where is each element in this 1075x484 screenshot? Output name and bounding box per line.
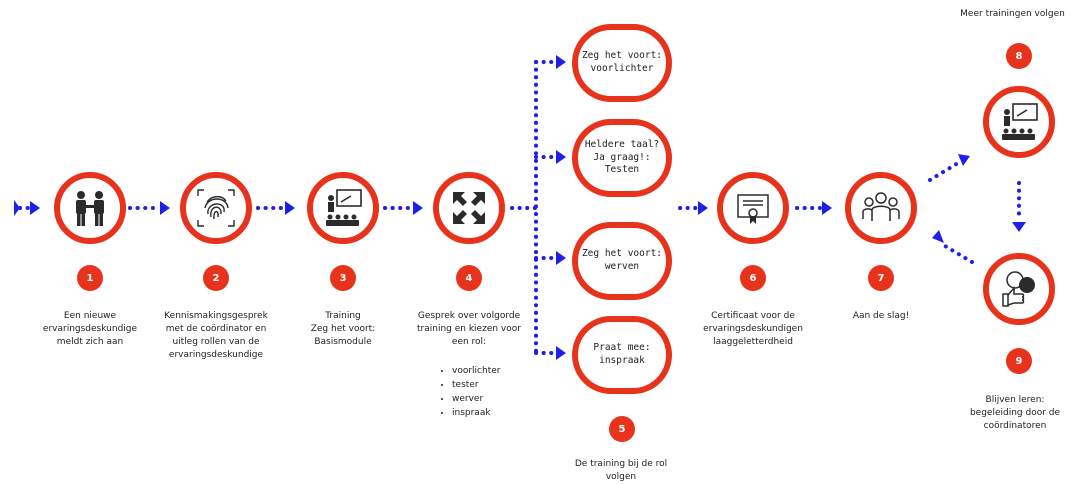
step-2-ring <box>180 172 252 244</box>
training-option-werven: Zeg het voort: werven <box>572 222 672 300</box>
training-option-testen: Heldere taal? Ja graag!: Testen <box>572 119 672 197</box>
step-2-label: Kennismakingsgesprek met de coördinator … <box>164 311 268 361</box>
step-8-label: Meer trainingen volgen <box>960 9 1065 19</box>
group-icon <box>862 192 900 221</box>
fingerprint-icon <box>197 189 235 227</box>
training-label: Zeg het voort: werven <box>581 248 663 272</box>
classroom-icon <box>1002 103 1038 140</box>
role-item: inspraak <box>452 407 500 421</box>
handshake-icon <box>76 191 104 226</box>
step-5-label: De training bij de rol volgen <box>574 459 668 483</box>
step-badge-4: 4 <box>456 265 482 291</box>
step-6-label: Certificaat voor de ervaringsdeskundigen… <box>703 311 803 348</box>
training-option-voorlichter: Zeg het voort: voorlichter <box>572 24 672 102</box>
start-marker <box>14 200 20 216</box>
training-label: Praat mee: inspraak <box>593 342 651 366</box>
role-item: voorlichter <box>452 365 500 379</box>
step-badge-3: 3 <box>330 265 356 291</box>
training-label: Zeg het voort: voorlichter <box>581 50 663 74</box>
step-badge-1: 1 <box>77 265 103 291</box>
step-badge-5: 5 <box>609 416 635 442</box>
step-badge-8: 8 <box>1006 43 1032 69</box>
thumbs-up-chat-icon <box>1002 271 1035 307</box>
step-badge-2: 2 <box>203 265 229 291</box>
role-list: voorlichter tester werver inspraak <box>438 365 500 421</box>
step-3-ring <box>307 172 379 244</box>
step-badge-6: 6 <box>740 265 766 291</box>
role-item: werver <box>452 393 500 407</box>
training-option-inspraak: Praat mee: inspraak <box>572 316 672 394</box>
step-9-ring <box>983 253 1055 325</box>
step-4-ring <box>433 172 505 244</box>
step-8-ring <box>983 86 1055 158</box>
expand-arrows-icon <box>453 192 485 224</box>
step-badge-9: 9 <box>1006 348 1032 374</box>
step-7-ring <box>845 172 917 244</box>
step-badge-7: 7 <box>868 265 894 291</box>
step-7-label: Aan de slag! <box>852 311 910 321</box>
step-4-label: Gesprek over volgorde training en kiezen… <box>417 311 521 348</box>
connector-7-8 <box>928 161 960 182</box>
step-1-label: Een nieuwe ervaringsdeskundige meldt zic… <box>42 311 138 348</box>
step-9-label: Blijven leren: begeleiding door de coörd… <box>969 395 1061 432</box>
training-label: Heldere taal? Ja graag!: Testen <box>584 138 660 176</box>
connector-9-7 <box>943 244 974 264</box>
step-1-ring <box>54 172 126 244</box>
step-3-label: Training Zeg het voort: Basismodule <box>310 311 376 348</box>
step-6-ring <box>717 172 789 244</box>
classroom-icon <box>326 189 362 226</box>
role-item: tester <box>452 379 500 393</box>
certificate-icon <box>737 194 769 224</box>
